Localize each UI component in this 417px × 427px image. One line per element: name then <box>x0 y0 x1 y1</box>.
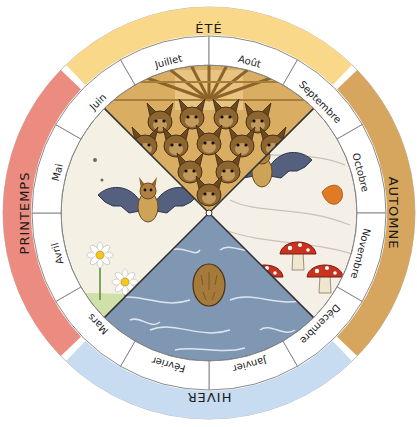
quadrant-divider <box>104 108 313 317</box>
month-name: Octobre <box>361 152 371 190</box>
month-cell-arc <box>56 287 135 366</box>
month-name: Novembre <box>359 230 372 280</box>
month-cell-arc <box>337 213 386 302</box>
winter-hibernation-picture <box>100 205 320 370</box>
month-name: Mars <box>86 319 103 336</box>
month-name: Décembre <box>306 310 343 347</box>
month-cell-arc <box>209 341 298 390</box>
month-cell-arc <box>121 36 210 85</box>
month-name: Janvier <box>234 366 267 375</box>
season-band-arc <box>3 70 81 356</box>
season-band-arc <box>337 70 415 356</box>
center-pin <box>206 210 212 216</box>
outer-rim <box>3 7 415 419</box>
month-cell-arc <box>32 213 81 302</box>
month-name: Août <box>240 53 262 59</box>
month-name: Juin <box>88 92 101 105</box>
month-cell-arc <box>283 60 362 139</box>
month-cell-arc <box>121 341 210 390</box>
month-cell-arc <box>56 60 135 139</box>
season-band-arc <box>66 7 352 85</box>
picture-rim <box>61 65 357 361</box>
season-band-arc <box>66 341 352 419</box>
month-cell-arc <box>283 287 362 366</box>
month-name: Avril <box>49 244 55 265</box>
month-name: Mai <box>50 162 55 179</box>
month-name: Septembre <box>304 79 343 118</box>
month-name: Juillet <box>154 52 181 59</box>
month-cell-arc <box>209 36 298 85</box>
month-cell-arc <box>32 125 81 214</box>
month-name: Février <box>150 365 183 374</box>
month-cell-arc <box>337 125 386 214</box>
